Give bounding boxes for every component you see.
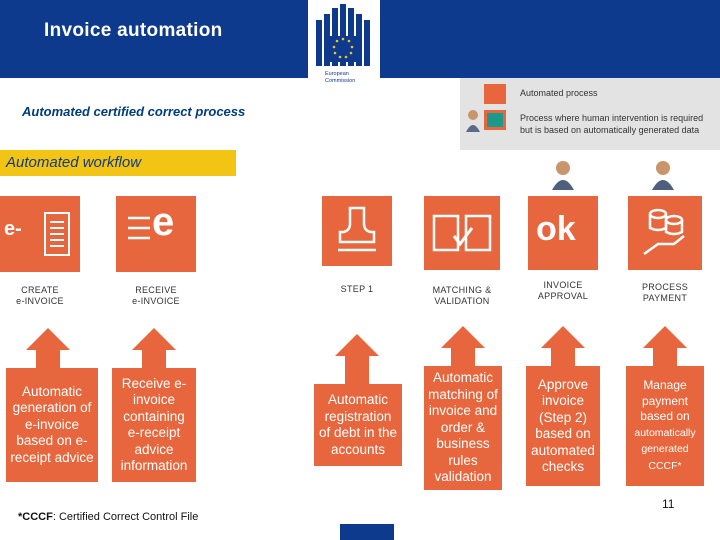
documents-check-icon xyxy=(432,214,492,252)
step-label-create: CREATE e-INVOICE xyxy=(16,285,64,306)
arrow-shaft xyxy=(36,349,60,369)
receive-invoice-tile: e xyxy=(116,196,196,272)
create-invoice-tile: e- xyxy=(0,196,80,272)
step-label-matching: MATCHING & VALIDATION xyxy=(432,285,492,306)
arrow-shaft xyxy=(551,347,575,367)
arrow-up xyxy=(335,334,379,356)
legend-automated-label: Automated process xyxy=(520,88,598,98)
arrow-shaft xyxy=(142,349,166,369)
workflow-banner xyxy=(0,150,236,176)
person-icon xyxy=(466,110,480,132)
stamp-icon xyxy=(338,206,376,252)
coins-hand-icon xyxy=(643,208,685,256)
payment-tile xyxy=(628,196,702,270)
desc-receive: Receive e-invoice containing e-receipt a… xyxy=(112,368,196,482)
automated-swatch xyxy=(484,84,506,104)
european-commission-logo xyxy=(308,0,380,98)
arrow-up xyxy=(541,326,585,348)
logo-text: European Commission xyxy=(325,71,356,84)
person-icon xyxy=(652,161,674,190)
arrow-up xyxy=(26,328,70,350)
page-number: 11 xyxy=(662,497,675,511)
arrow-shaft xyxy=(345,355,369,385)
desc-create: Automatic generation of e-invoice based … xyxy=(6,368,98,482)
footer-flag-bar xyxy=(340,524,394,540)
page-title: Invoice automation xyxy=(44,20,223,41)
footnote: *CCCF: Certified Correct Control File xyxy=(18,511,199,523)
section-subtitle: Automated certified correct process xyxy=(22,104,246,119)
arrow-up xyxy=(441,326,485,348)
document-icon xyxy=(44,212,70,256)
arrow-up xyxy=(643,326,687,348)
step-label-approval: INVOICE APPROVAL xyxy=(537,280,589,301)
step-label-step1: STEP 1 xyxy=(340,284,374,294)
step-label-receive: RECEIVE e-INVOICE xyxy=(132,285,180,306)
legend-human-label: Process where human intervention is requ… xyxy=(520,113,704,135)
desc-step1: Automatic registration of debt in the ac… xyxy=(314,384,402,466)
workflow-title: Automated workflow xyxy=(6,154,142,171)
commission-building-icon xyxy=(316,4,370,66)
desc-approval: Approve invoice (Step 2) based on automa… xyxy=(526,366,600,486)
step1-tile xyxy=(322,196,392,266)
matching-tile xyxy=(424,196,500,270)
arrow-shaft xyxy=(653,347,677,367)
person-icon xyxy=(552,161,574,190)
step-label-payment: PROCESS PAYMENT xyxy=(641,282,689,303)
approval-tile: ok xyxy=(528,196,598,270)
arrow-shaft xyxy=(451,347,475,367)
arrow-up xyxy=(132,328,176,350)
lines-icon xyxy=(128,216,150,240)
desc-matching: Automatic matching of invoice and order … xyxy=(424,366,502,490)
human-swatch xyxy=(484,110,506,130)
